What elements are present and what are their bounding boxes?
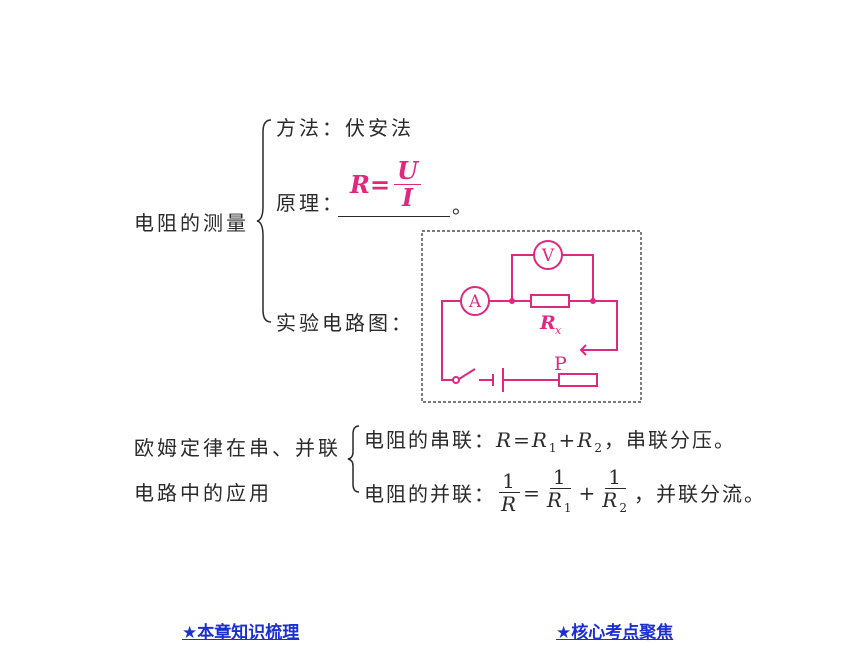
series-eq: =	[513, 428, 532, 452]
slider-arrow	[579, 344, 587, 356]
parallel-eq: =	[523, 480, 542, 505]
parallel-sub2: 2	[619, 501, 629, 515]
diagram-label: 实验电路图：	[276, 311, 414, 335]
series-tail: ，串联分压。	[604, 428, 736, 452]
nav-chapter-summary-link[interactable]: ★本章知识梳理	[182, 623, 300, 643]
voltmeter-label: V	[541, 246, 555, 266]
measurement-brace	[256, 119, 272, 323]
wire-vleft	[511, 254, 534, 301]
resistor-label: R	[539, 312, 556, 334]
series-r2: R	[577, 428, 595, 452]
parallel-num-1: 1	[549, 466, 571, 489]
principle-denominator: I	[401, 183, 414, 212]
rheostat	[558, 373, 598, 387]
voltmeter-circle	[533, 240, 563, 270]
parallel-tail: ，并联分流。	[634, 482, 766, 506]
slider-label: P	[554, 353, 567, 375]
wire-to-slider	[569, 300, 618, 351]
principle-lhs: R=	[350, 170, 391, 199]
parallel-sub1: 1	[563, 501, 574, 515]
parallel-plus: +	[578, 480, 598, 505]
parallel-label: 电阻的并联：	[364, 482, 496, 506]
parallel-den-r2: R	[602, 488, 620, 512]
junction-right	[590, 298, 596, 304]
principle-formula: R= U I	[350, 158, 423, 211]
principle-label: 原理：	[276, 191, 345, 215]
series-sub1: 1	[548, 441, 559, 455]
parallel-num-2: 1	[605, 466, 627, 489]
principle-end: 。	[452, 194, 475, 218]
series-plus: +	[558, 428, 578, 452]
circuit-diagram: V A R x P	[421, 230, 642, 403]
wire-vright	[562, 254, 594, 301]
resistor-rx	[530, 294, 570, 308]
series-sub2: 2	[594, 441, 604, 455]
junction-left	[509, 298, 515, 304]
parallel-num-0: 1	[499, 470, 520, 493]
parallel-den-r1: R	[546, 488, 564, 512]
measurement-heading: 电阻的测量	[134, 211, 249, 235]
wire-left	[441, 300, 461, 381]
switch-pivot	[452, 376, 460, 384]
ohm-heading-line2: 电路中的应用	[134, 481, 272, 505]
series-label: 电阻的串联：	[364, 428, 496, 452]
switch-blade	[458, 368, 476, 380]
method-value: 伏安法	[345, 116, 414, 140]
series-r: R	[496, 428, 514, 452]
answer-underline	[338, 216, 450, 217]
nav-key-points-link[interactable]: ★核心考点聚焦	[556, 623, 674, 643]
principle-numerator: U	[394, 158, 421, 185]
method-label: 方法：	[276, 116, 345, 140]
ammeter-label: A	[468, 292, 482, 312]
ohm-brace	[347, 425, 360, 493]
resistor-sub: x	[555, 324, 562, 337]
ohm-heading-line1: 欧姆定律在串、并联	[134, 436, 341, 460]
series-line: 电阻的串联：R=R1+R2，串联分压。	[364, 424, 736, 455]
parallel-den-r: R	[501, 492, 519, 516]
series-r1: R	[531, 428, 549, 452]
method-line: 方法：伏安法	[276, 112, 414, 141]
